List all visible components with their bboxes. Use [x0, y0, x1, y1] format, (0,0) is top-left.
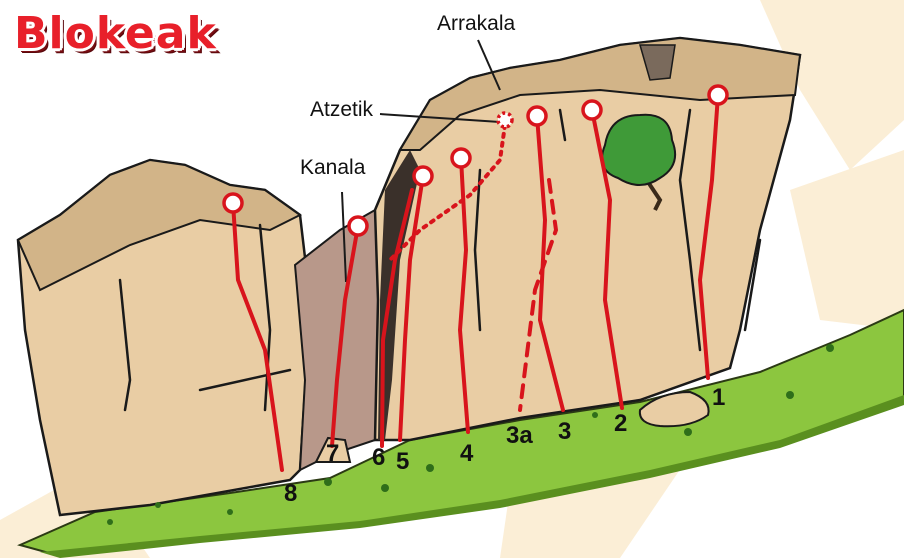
callout-atzetik: Atzetik: [310, 98, 373, 122]
route-3-anchor: [528, 107, 546, 125]
route-label-7: 7: [326, 440, 339, 468]
route-label-4: 4: [460, 440, 473, 468]
route-label-2: 2: [614, 410, 627, 438]
route-7-anchor: [349, 217, 367, 235]
route-label-3a: 3a: [506, 422, 533, 450]
route-1-anchor: [709, 86, 727, 104]
route-4-anchor: [452, 149, 470, 167]
page-title: Blokeak: [14, 8, 217, 59]
callout-kanala: Kanala: [300, 156, 365, 180]
route-label-6: 6: [372, 444, 385, 472]
route-label-5: 5: [396, 448, 409, 476]
callout-arrakala: Arrakala: [437, 12, 515, 36]
route-label-1: 1: [712, 384, 725, 412]
atzetik-anchor: [498, 113, 512, 127]
route-2-anchor: [583, 101, 601, 119]
route-label-8: 8: [284, 480, 297, 508]
route-5-anchor: [414, 167, 432, 185]
kanala-gully: [295, 210, 380, 470]
route-label-3: 3: [558, 418, 571, 446]
route-8-anchor: [224, 194, 242, 212]
